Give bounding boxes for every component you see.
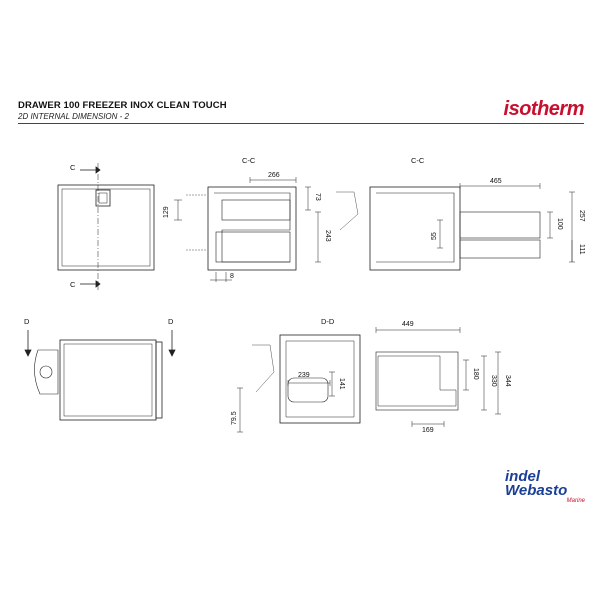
dim-243: 243 (324, 230, 331, 242)
dim-8: 8 (230, 273, 234, 280)
front-view (57, 163, 155, 290)
dim-111: 111 (578, 244, 585, 255)
logo-line-indel: indel (505, 468, 541, 485)
drawing-title: DRAWER 100 FREEZER INOX CLEAN TOUCH (18, 100, 227, 111)
side-view-d (24, 330, 176, 421)
dim-239: 239 (298, 372, 310, 379)
indel-webasto-logo: indel Webasto Marine (505, 468, 587, 504)
dim-55: 55 (431, 232, 438, 240)
section-cc-1 (174, 177, 321, 282)
section-label-d-right: D (168, 317, 174, 326)
dim-344: 344 (504, 375, 511, 387)
dim-141: 141 (338, 378, 345, 390)
dim-266: 266 (268, 172, 280, 179)
section-label-c-bottom: C (70, 280, 76, 289)
section-cc-2 (336, 183, 575, 271)
title-rule (18, 123, 584, 124)
section-label-cc-1: C-C (242, 156, 256, 165)
section-label-d-left: D (24, 317, 30, 326)
section-label-c-top: C (70, 163, 76, 172)
dim-180: 180 (472, 368, 479, 380)
dim-100: 100 (556, 218, 563, 230)
drawing-subtitle: 2D INTERNAL DIMENSION - 2 (18, 112, 129, 121)
dim-465: 465 (490, 178, 502, 185)
dim-169: 169 (422, 427, 434, 434)
section-label-cc-2: C-C (411, 156, 425, 165)
dim-330: 330 (490, 375, 497, 387)
dim-449: 449 (402, 321, 414, 328)
isotherm-logo: isotherm (503, 98, 585, 120)
section-dd (237, 327, 501, 433)
section-label-dd: D-D (321, 317, 335, 326)
dim-257: 257 (578, 210, 585, 222)
logo-line-webasto: Webasto (505, 482, 568, 499)
dim-73: 73 (314, 193, 321, 201)
dim-79-5: 79.5 (231, 411, 238, 425)
logo-line-marine: Marine (566, 498, 585, 504)
dim-129: 129 (163, 206, 170, 218)
